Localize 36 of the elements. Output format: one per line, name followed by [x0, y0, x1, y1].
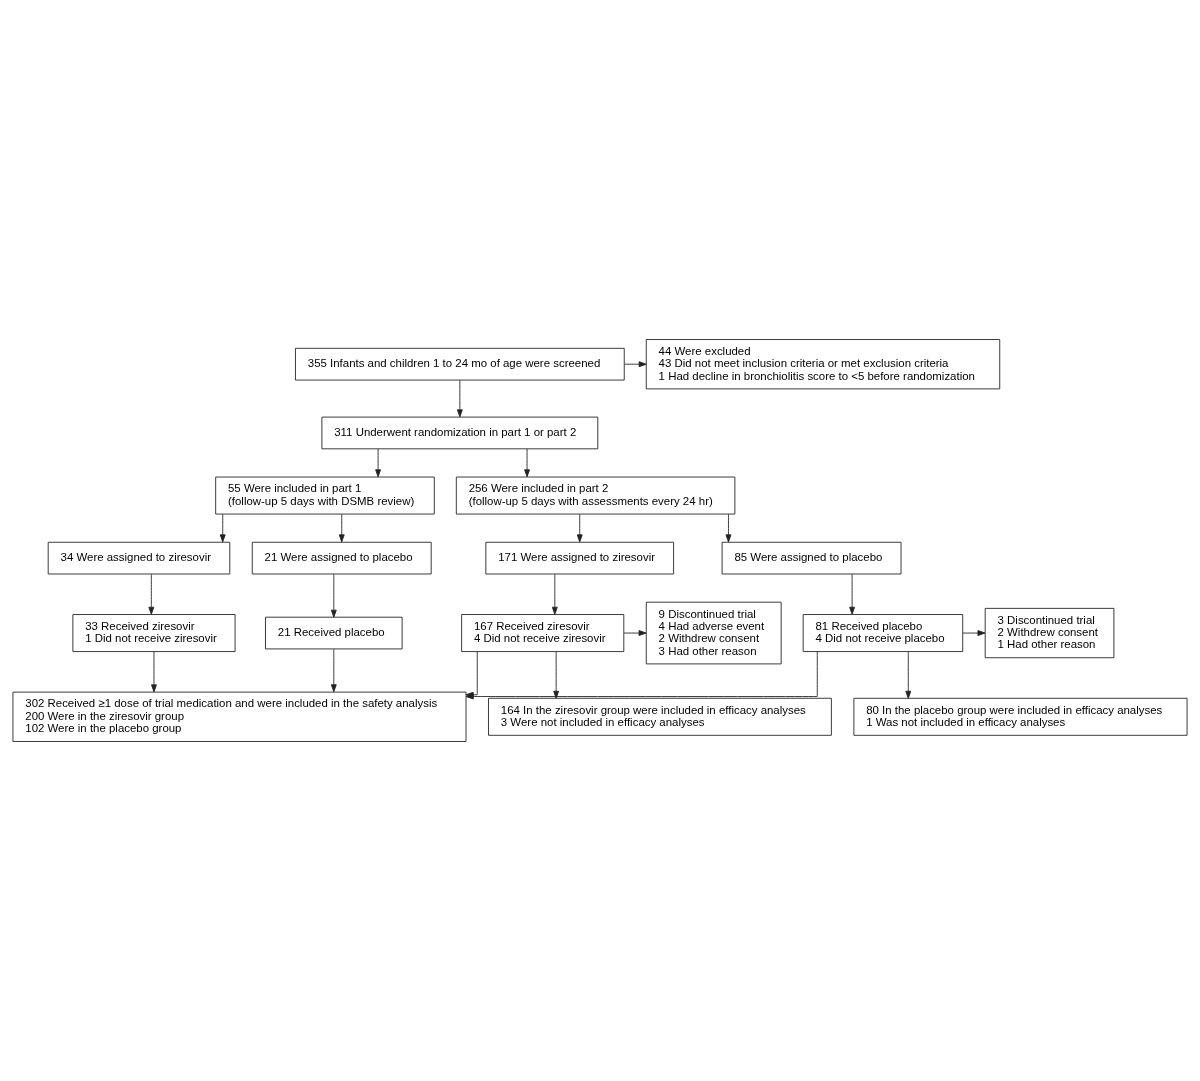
arrow	[962, 630, 986, 636]
node-box: 80 In the placebo group were included in efficacy analyses 1 Was not included in efficacy analyses	[853, 697, 1188, 736]
node-box: 33 Received ziresovir 1 Did not receive ziresovir	[72, 614, 236, 652]
node-box: 256 Were included in part 2 (follow-up 5 days with assessments every 24 hr)	[455, 476, 736, 515]
node-box: 44 Were excluded 43 Did not meet inclusion criteria or met exclusion criteria 1 Had decline in bronchiolitis score to <5 before randomization	[645, 339, 1001, 390]
arrow	[330, 573, 337, 618]
arrow	[725, 513, 732, 543]
arrow	[623, 630, 647, 636]
node-box: 9 Discontinued trial 4 Had adverse event 2 Withdrew consent 3 Had other reason	[645, 601, 782, 665]
arrow	[849, 573, 855, 615]
node-box: 311 Underwent randomization in part 1 or part 2	[321, 416, 599, 450]
node-box: 3 Discontinued trial 2 Withdrew consent 1 Had other reason	[984, 607, 1115, 659]
arrow	[551, 573, 558, 615]
arrow	[219, 513, 226, 543]
node-box: 55 Were included in part 1 (follow-up 5 days with DSMB review)	[215, 476, 435, 515]
arrow	[330, 648, 337, 693]
arrow	[553, 651, 560, 699]
node-box: 21 Were assigned to placebo	[251, 541, 432, 575]
arrow	[905, 651, 912, 699]
node-box: 164 In the ziresovir group were included in efficacy analyses 3 Were not included in efficacy analyses	[488, 697, 832, 736]
node-box: 21 Received placebo	[265, 616, 403, 650]
arrow	[624, 361, 647, 368]
node-box: 171 Were assigned to ziresovir	[485, 541, 675, 575]
node-box: 355 Infants and children 1 to 24 mo of age were screened	[295, 347, 625, 381]
arrow	[148, 573, 155, 615]
arrow	[338, 513, 345, 543]
node-box: 34 Were assigned to ziresovir	[47, 541, 231, 575]
node-box: 85 Were assigned to placebo	[721, 541, 902, 575]
arrow	[151, 651, 157, 693]
node-box: 81 Received placebo 4 Did not receive placebo	[802, 614, 964, 652]
arrow	[524, 448, 530, 478]
arrow	[456, 379, 463, 418]
node-box: 302 Received ≥1 dose of trial medication and were included in the safety analysis 200 Were in the ziresovir group 102 Were in the placebo group	[12, 691, 467, 742]
arrow	[375, 448, 381, 478]
node-box: 167 Received ziresovir 4 Did not receive ziresovir	[461, 614, 625, 652]
arrow	[576, 513, 583, 543]
